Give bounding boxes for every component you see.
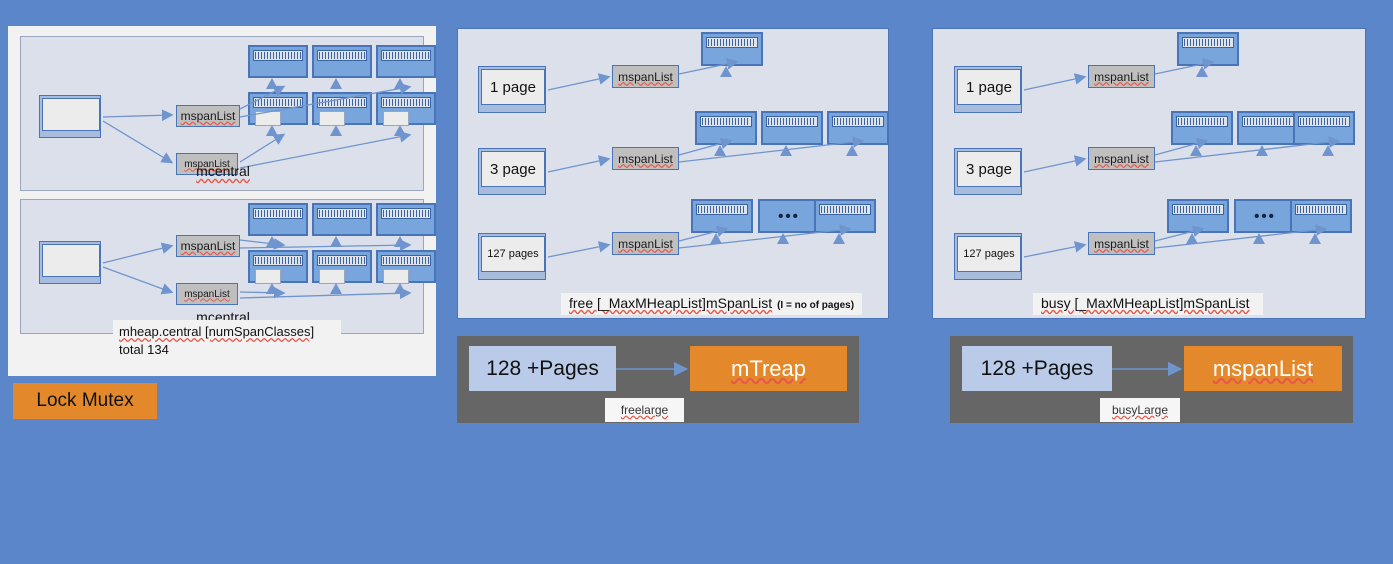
busylarge-tag: busyLarge [1100,398,1180,422]
middle-panel: 1 page mspanList 3 page mspanList 127 pa… [457,28,889,319]
span-card-partial [376,250,436,284]
mtreap-block[interactable]: mTreap [690,346,847,391]
busylarge-pages-label: 128 +Pages [962,346,1112,391]
mspanlist-large-block[interactable]: mspanList [1184,346,1342,391]
span-card-partial [376,92,436,126]
span-card [376,45,436,78]
span-card [376,203,436,236]
span-card [1177,32,1239,66]
span-card [248,45,308,78]
right-panel-caption: busy [_MaxMHeapList]mSpanList [1033,293,1263,315]
mheap-central-note: mheap.central [numSpanClasses] total 134 [113,320,341,360]
span-card [761,111,823,145]
page-box-label: 127 pages [957,236,1021,272]
page-box-127pages: 127 pages [954,233,1022,280]
span-card [312,203,372,236]
caption-main: free [_MaxMHeapList]mSpanList [569,295,773,311]
mspanlist-chip-row3[interactable]: mspanList [612,232,679,255]
span-card [1290,199,1352,233]
mspanlist-chip-1a[interactable]: mspanList [176,105,240,127]
mcentral-source-box-1 [39,95,101,138]
mcentral-group-2: mspanList mspanList m [20,199,436,334]
freelarge-pages-label: 128 +Pages [469,346,616,391]
page-box-3page: 3 page [954,148,1022,195]
span-card [312,45,372,78]
span-card [691,199,753,233]
page-box-label: 1 page [957,69,1021,105]
mspanlist-chip-1b[interactable]: mspanList [176,153,238,175]
mheap-central-note-line2: total 134 [119,341,169,357]
mspanlist-chip-row2[interactable]: mspanList [612,147,679,170]
mspanlist-chip-row3[interactable]: mspanList [1088,232,1155,255]
span-card [1167,199,1229,233]
freelarge-block: 128 +Pages mTreap freelarge [457,336,859,423]
span-card-partial [312,250,372,284]
span-card [1293,111,1355,145]
page-box-label: 3 page [957,151,1021,187]
page-box-127pages: 127 pages [478,233,546,280]
page-box-label: 1 page [481,69,545,105]
span-card [1237,111,1299,145]
span-card-partial [248,92,308,126]
mcentral-label: mcentral [196,163,250,179]
middle-panel-caption: free [_MaxMHeapList]mSpanList (I = no of… [561,293,863,315]
span-card-partial [312,92,372,126]
page-box-1page: 1 page [478,66,546,113]
span-card-ellipsis: ••• [1234,199,1296,233]
caption-main: busy [_MaxMHeapList]mSpanList [1041,295,1250,311]
page-box-label: 127 pages [481,236,545,272]
mheap-central-note-line1: mheap.central [numSpanClasses] [119,324,315,339]
span-card [827,111,889,145]
span-card [695,111,757,145]
caption-sub: (I = no of pages) [777,300,855,311]
busylarge-block: 128 +Pages mspanList busyLarge [950,336,1353,423]
span-card [1171,111,1233,145]
page-box-3page: 3 page [478,148,546,195]
mspanlist-chip-row2[interactable]: mspanList [1088,147,1155,170]
right-panel: 1 page mspanList 3 page mspanList 127 pa… [932,28,1366,319]
span-card-partial [248,250,308,284]
mspanlist-chip-row1[interactable]: mspanList [1088,65,1155,88]
page-box-label: 3 page [481,151,545,187]
mspanlist-chip-row1[interactable]: mspanList [612,65,679,88]
lock-mutex-button[interactable]: Lock Mutex [13,383,157,419]
mcentral-group-1: mspanList mspanList [20,36,436,191]
span-card [248,203,308,236]
left-panel: mspanList mspanList [8,26,436,376]
mspanlist-chip-2b[interactable]: mspanList [176,283,238,305]
span-card-ellipsis: ••• [758,199,820,233]
mcentral-source-box-2 [39,241,101,284]
mspanlist-chip-2a[interactable]: mspanList [176,235,240,257]
span-card [814,199,876,233]
page-box-1page: 1 page [954,66,1022,113]
freelarge-tag: freelarge [605,398,684,422]
span-card [701,32,763,66]
